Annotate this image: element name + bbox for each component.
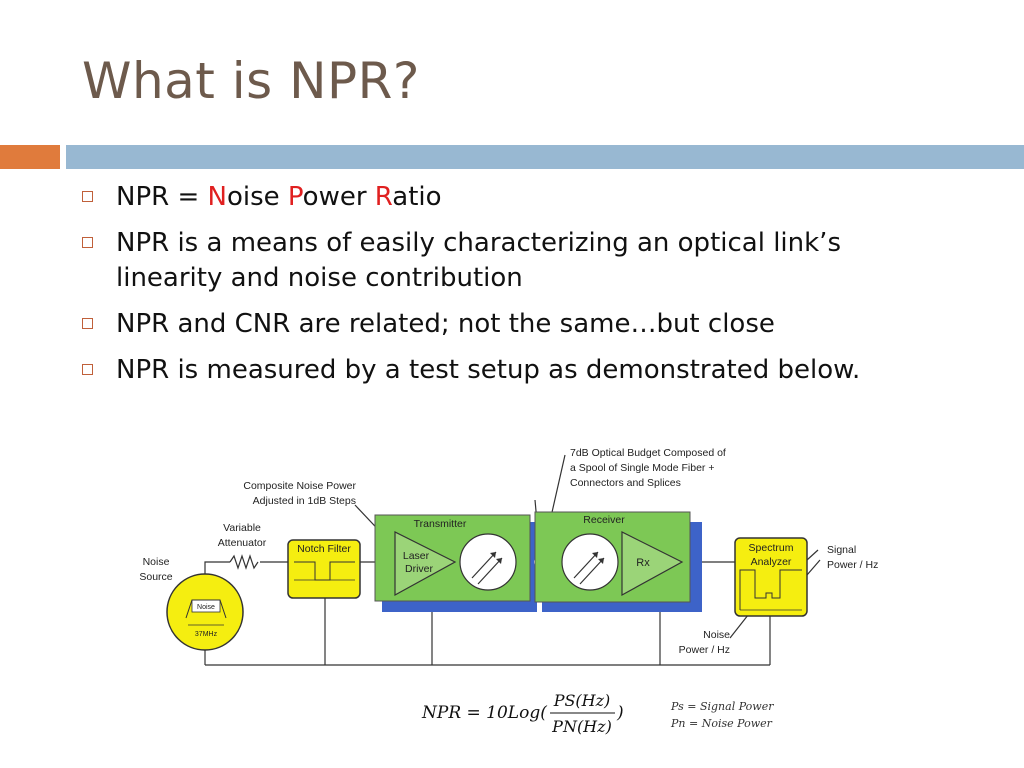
laser-diode-icon — [459, 533, 517, 591]
optical-budget-line-1: 7dB Optical Budget Composed of — [570, 447, 726, 459]
spectrum-analyzer-label-1: Spectrum — [749, 542, 794, 554]
attenuator-icon — [229, 554, 259, 570]
noise-power-line-2: Power / Hz — [679, 644, 730, 656]
equation-legend-noise: Pn = Noise Power — [670, 717, 773, 730]
variable-attenuator-line-2: Attenuator — [218, 537, 267, 549]
bullet-item: NPR is a means of easily characterizing … — [80, 226, 910, 296]
notch-filter-label: Notch Filter — [297, 543, 351, 555]
variable-attenuator-line-1: Variable — [223, 522, 261, 534]
noise-source-line-2: Source — [139, 571, 172, 583]
rx-amplifier-triangle — [621, 531, 684, 597]
spectrum-analyzer-label-2: Analyzer — [751, 556, 792, 568]
bullet-list: NPR = Noise Power Ratio NPR is a means o… — [80, 180, 910, 399]
bullet-item: NPR is measured by a test setup as demon… — [80, 353, 910, 388]
optical-budget-line-3: Connectors and Splices — [570, 477, 681, 489]
bullet-text: NPR = Noise Power Ratio — [116, 182, 442, 212]
receiver-label: Receiver — [583, 514, 625, 526]
notch-filter — [287, 539, 361, 599]
accent-bar-blue — [66, 145, 1024, 169]
laser-driver-label-2: Driver — [405, 563, 434, 575]
equation-denominator: PN(Hz) — [551, 717, 612, 736]
bullet-box-icon — [82, 318, 93, 329]
equation-numerator: PS(Hz) — [553, 691, 611, 710]
bullet-item: NPR = Noise Power Ratio — [80, 180, 910, 215]
npr-test-setup-diagram: Noise 37MHz Notch Filter Transmitter Las… — [139, 447, 878, 736]
bullet-box-icon — [82, 191, 93, 202]
bullet-text: NPR and CNR are related; not the same…bu… — [116, 309, 775, 339]
bullet-text: NPR is measured by a test setup as demon… — [116, 355, 861, 385]
transmitter-label: Transmitter — [414, 518, 467, 530]
npr-equation: NPR = 10Log( PS(Hz) PN(Hz) ) Ps = Signal… — [421, 691, 774, 736]
bullet-box-icon — [82, 237, 93, 248]
bullet-text: NPR is a means of easily characterizing … — [116, 228, 841, 293]
bandwidth-label: 37MHz — [195, 631, 218, 638]
signal-power-line-2: Power / Hz — [827, 559, 878, 571]
equation-close: ) — [616, 703, 624, 723]
photodiode-icon — [561, 533, 619, 591]
accent-bar-orange — [0, 145, 60, 169]
laser-driver-label-1: Laser — [403, 550, 430, 562]
composite-noise-line-1: Composite Noise Power — [243, 480, 356, 492]
bullet-box-icon — [82, 364, 93, 375]
noise-power-line-1: Noise — [703, 629, 730, 641]
bullet-item: NPR and CNR are related; not the same…bu… — [80, 307, 910, 342]
noise-box-label: Noise — [197, 604, 215, 611]
slide-title: What is NPR? — [82, 52, 420, 110]
composite-noise-line-2: Adjusted in 1dB Steps — [253, 495, 356, 507]
noise-source-line-1: Noise — [143, 556, 170, 568]
signal-power-line-1: Signal — [827, 544, 856, 556]
spectrum-analyzer — [734, 537, 808, 617]
rx-label: Rx — [636, 557, 650, 569]
laser-driver-triangle — [394, 531, 457, 597]
equation-lhs: NPR = 10Log( — [421, 703, 547, 723]
equation-legend-signal: Ps = Signal Power — [670, 700, 774, 713]
optical-budget-line-2: a Spool of Single Mode Fiber + — [570, 462, 714, 474]
